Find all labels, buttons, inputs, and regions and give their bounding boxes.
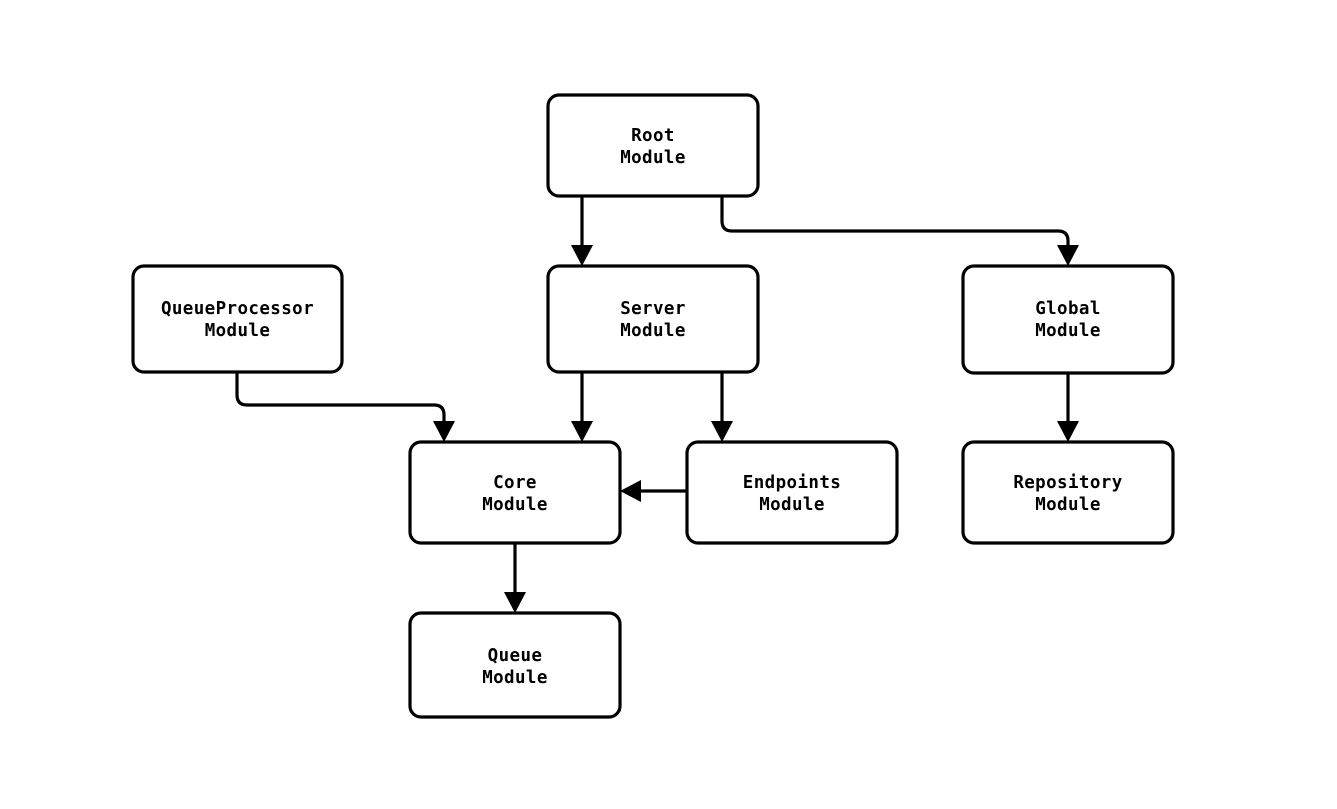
- node-endpoints-module[interactable]: Endpoints Module: [685, 440, 899, 545]
- edge-server-to-endpoints: [711, 372, 733, 442]
- edge-layer: [235, 196, 1079, 613]
- node-global-module[interactable]: Global Module: [961, 264, 1175, 375]
- node-endpoints-module-label-line2: Module: [759, 495, 825, 515]
- node-core-module-box[interactable]: [408, 440, 622, 545]
- node-repository-module-box[interactable]: [961, 440, 1175, 545]
- node-global-module-box[interactable]: [961, 264, 1175, 375]
- node-core-module-label-line2: Module: [482, 495, 548, 515]
- edge-endpoints-to-core: [620, 480, 687, 502]
- node-root-module-label-line1: Root: [631, 126, 675, 146]
- edge-endpoints-to-core-arrowhead: [620, 480, 641, 502]
- node-repository-module[interactable]: Repository Module: [961, 440, 1175, 545]
- edge-queueprocessor-to-core-arrowhead: [433, 421, 455, 442]
- node-root-module-box[interactable]: [546, 93, 760, 198]
- node-endpoints-module-label-line1: Endpoints: [743, 473, 841, 493]
- node-queue-module[interactable]: Queue Module: [408, 611, 622, 719]
- node-queueprocessor-module-label-line1: QueueProcessor: [161, 299, 314, 319]
- node-core-module[interactable]: Core Module: [408, 440, 622, 545]
- edge-core-to-queue: [504, 543, 526, 613]
- edge-root-to-server: [571, 196, 593, 266]
- node-layer: Root Module QueueProcessor Module Server…: [131, 93, 1175, 719]
- node-queueprocessor-module-label-line2: Module: [205, 321, 271, 341]
- edge-global-to-repository-arrowhead: [1057, 421, 1079, 442]
- node-root-module[interactable]: Root Module: [546, 93, 760, 198]
- edge-root-to-global-line: [720, 196, 1070, 249]
- node-queue-module-box[interactable]: [408, 611, 622, 719]
- node-endpoints-module-box[interactable]: [685, 440, 899, 545]
- node-global-module-label-line1: Global: [1035, 299, 1101, 319]
- node-repository-module-label-line1: Repository: [1013, 473, 1122, 493]
- node-server-module[interactable]: Server Module: [546, 264, 760, 374]
- node-server-module-label-line2: Module: [620, 321, 686, 341]
- edge-server-to-core-arrowhead: [571, 421, 593, 442]
- edge-root-to-server-arrowhead: [571, 245, 593, 266]
- node-repository-module-label-line2: Module: [1035, 495, 1101, 515]
- node-queueprocessor-module-box[interactable]: [131, 264, 344, 374]
- node-server-module-label-line1: Server: [620, 299, 686, 319]
- node-queue-module-label-line1: Queue: [488, 646, 543, 666]
- edge-root-to-global: [720, 196, 1079, 266]
- edge-queueprocessor-to-core: [235, 372, 455, 442]
- edge-core-to-queue-arrowhead: [504, 592, 526, 613]
- node-queueprocessor-module[interactable]: QueueProcessor Module: [131, 264, 344, 374]
- edge-server-to-endpoints-arrowhead: [711, 421, 733, 442]
- node-root-module-label-line2: Module: [620, 148, 686, 168]
- node-global-module-label-line2: Module: [1035, 321, 1101, 341]
- node-queue-module-label-line2: Module: [482, 668, 548, 688]
- edge-server-to-core: [571, 372, 593, 442]
- edge-root-to-global-arrowhead: [1057, 245, 1079, 266]
- node-server-module-box[interactable]: [546, 264, 760, 374]
- edge-global-to-repository: [1057, 373, 1079, 442]
- edge-queueprocessor-to-core-line: [235, 372, 446, 425]
- node-core-module-label-line1: Core: [493, 473, 537, 493]
